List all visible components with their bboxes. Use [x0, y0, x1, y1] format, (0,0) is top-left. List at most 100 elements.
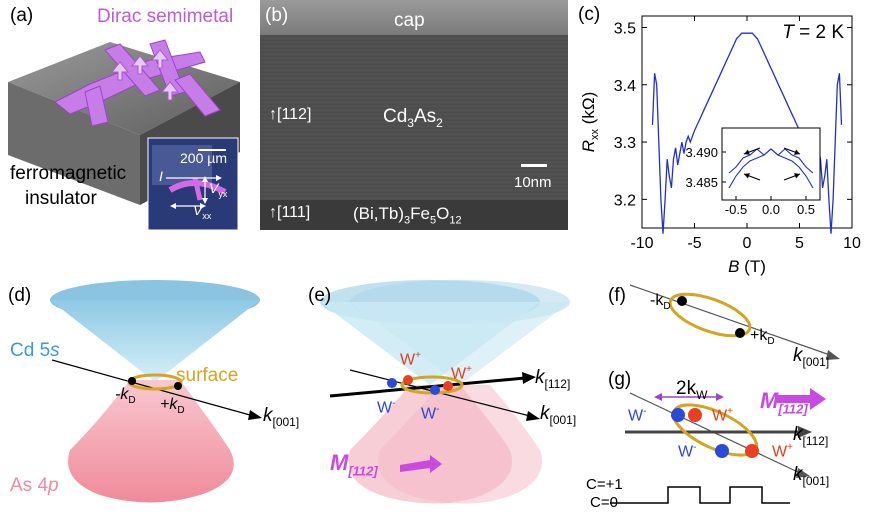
lower-cone-e2: [378, 385, 542, 504]
sweep-arrowhead: [744, 149, 750, 155]
kw-label: 2kW: [676, 378, 708, 402]
band-diagram-d: [50, 280, 262, 503]
weyl-minus-2: [430, 385, 440, 395]
wplus-label-g2: W+: [772, 442, 793, 461]
as4p-label: As 4p: [10, 475, 59, 496]
temperature-label: T = 2 K: [782, 22, 844, 43]
bitbig-label: (Bi,Tb)3Fe5O12: [353, 204, 462, 227]
k112-label-e: k[112]: [535, 367, 571, 391]
weyl-plus-g2: [745, 444, 759, 458]
wminus-label-g2: W-: [678, 442, 697, 461]
dirac-point-plus: [174, 382, 182, 390]
panel-c-label: (c): [578, 4, 600, 25]
sweep-arrowhead: [794, 173, 800, 179]
kminus-label-d: -kD: [115, 386, 136, 407]
inset-y-tick-label: 3.490: [685, 145, 718, 160]
weyl-plus-2: [443, 381, 453, 391]
k001-label-f: k[001]: [793, 345, 830, 369]
k112-label-g: k[112]: [793, 424, 829, 448]
wminus-label-e1: W-: [377, 398, 396, 417]
vyx-label: Vyx: [209, 180, 228, 199]
substrate-left: [8, 82, 140, 205]
wminus-label-e2: W-: [421, 404, 440, 423]
mag-arrow-g: [775, 388, 826, 410]
scale-label-a: 200 µm: [180, 150, 227, 166]
scale-bar-b: [521, 164, 547, 167]
panel-b-label: (b): [265, 5, 289, 26]
substrate-label-2: insulator: [25, 188, 97, 209]
dir-112-label: ↑[112]: [269, 106, 312, 123]
rxx-chart: 3.5 3.4 3.3 3.2 -10 -5 0 5 10 3.490 3.485 -0.5 0.0 0.…: [578, 4, 861, 276]
y-tick-label: 3.4: [614, 78, 636, 95]
k001-label-g: k[001]: [793, 464, 830, 488]
band-diagram-e: [320, 280, 570, 504]
vxx-label: Vxx: [193, 202, 212, 221]
x-tick-label: -10: [630, 235, 653, 252]
mag-arrow-e: [400, 455, 442, 473]
lower-cone: [68, 380, 234, 503]
device-schematic: [8, 39, 240, 231]
kplus-label-d: +kD: [160, 396, 185, 417]
chern-c1-label: C=+1: [586, 476, 623, 493]
y-tick-label: 3.5: [614, 20, 636, 37]
panel-a-label: (a): [10, 5, 34, 26]
dir-111-label: ↑[111]: [269, 204, 311, 221]
cd3as2-label: Cd3As2: [383, 106, 443, 130]
dirac-point-plus-f: [735, 328, 745, 338]
wminus-label-g1: W-: [628, 406, 647, 425]
weyl-minus-g2: [715, 444, 729, 458]
inset-frame: [721, 127, 821, 201]
wplus-label-g1: W+: [712, 406, 733, 425]
tem-image: [260, 0, 568, 230]
y-tick-label: 3.2: [614, 192, 636, 209]
surface-label: surface: [176, 365, 239, 386]
scale-label-b: 10nm: [514, 174, 552, 191]
inset-x-tick-label: 0.5: [797, 202, 815, 217]
wplus-label-e2: W+: [451, 364, 472, 383]
weyl-minus-1: [387, 378, 397, 388]
sweep-arrowhead: [794, 149, 800, 155]
weyl-diagram-g: [610, 388, 826, 504]
sweep-arrowhead: [744, 173, 750, 179]
fermi-arc-f: [668, 292, 752, 338]
current-label: I: [159, 168, 163, 184]
dirac-point-minus-f: [677, 296, 687, 306]
panel-g-label: (g): [608, 369, 632, 390]
inset-x-tick-label: -0.5: [725, 202, 747, 217]
k001-label-d: k[001]: [263, 405, 300, 429]
substrate-label-1: ferromagnetic: [10, 163, 127, 184]
mag-label-e: M[112]: [330, 450, 378, 479]
x-tick-label: 10: [843, 235, 861, 252]
weyl-minus-g1: [671, 408, 685, 422]
dirac-point-minus: [128, 377, 136, 385]
weyl-plus-g1: [688, 408, 702, 422]
upper-cone-e2: [350, 302, 570, 385]
x-tick-label: 0: [743, 235, 752, 252]
mag-label-g: M[112]: [760, 388, 808, 417]
inset-x-tick-label: 0.0: [762, 202, 780, 217]
dirac-semimetal-title: Dirac semimetal: [97, 6, 234, 27]
cd5s-label: Cd 5s: [10, 340, 60, 361]
inset-y-tick-label: 3.485: [685, 175, 718, 190]
panel-d-label: (d): [8, 285, 32, 306]
x-tick-label: -5: [687, 235, 701, 252]
cap-label: cap: [394, 10, 425, 31]
weyl-plus-1: [403, 375, 413, 385]
x-axis-label: B (T): [728, 257, 766, 276]
y-axis-label: Rxx (kΩ): [579, 92, 601, 153]
panel-e-label: (e): [308, 285, 332, 306]
k112-axis-e: [329, 376, 526, 398]
wplus-label-e1: W+: [400, 350, 421, 369]
upper-cone: [50, 300, 260, 382]
kminus-label-f: -kD: [650, 292, 671, 313]
fermi-arc-diagram-f: [629, 284, 840, 360]
chern-c0-label: C=0: [590, 494, 618, 511]
x-tick-label: 5: [795, 235, 804, 252]
panel-f-label: (f): [608, 285, 626, 306]
y-tick-label: 3.3: [614, 135, 636, 152]
kplus-label-f: +kD: [750, 327, 775, 348]
inset-sweep-down: [728, 148, 814, 189]
k001-label-e: k[001]: [540, 403, 577, 427]
spin-arrows: [110, 49, 180, 101]
chern-number-step: [610, 486, 790, 504]
